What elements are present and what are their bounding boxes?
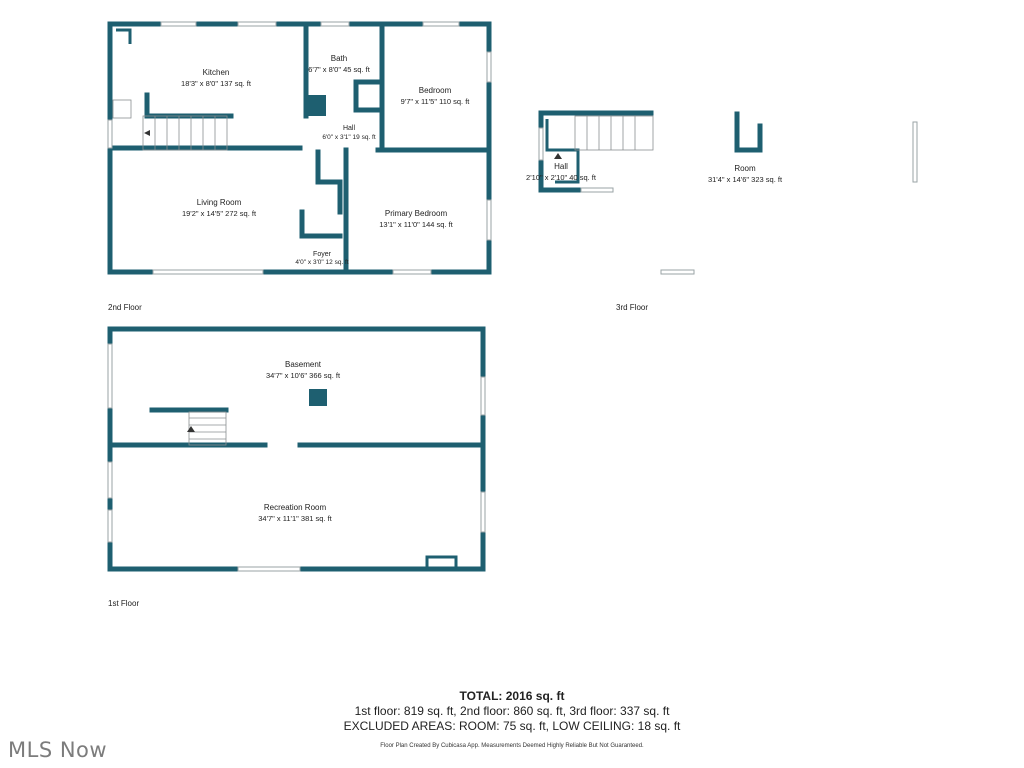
second-floor-plan: Kitchen 18'3" x 8'0" 137 sq. ft Bath 6'7… [107, 21, 492, 312]
second-floor-label: 2nd Floor [108, 303, 142, 312]
basement-dims: 34'7" x 10'6" 366 sq. ft [266, 371, 341, 380]
total-area: TOTAL: 2016 sq. ft [459, 689, 565, 703]
window [107, 461, 113, 499]
recreation-room-name: Recreation Room [264, 503, 327, 512]
window [107, 119, 113, 149]
bedroom-dims: 9'7" x 11'5" 110 sq. ft [401, 97, 471, 106]
second-floor-stairs [112, 99, 228, 151]
second-hall-name: Hall [343, 125, 356, 132]
window [107, 509, 113, 543]
foyer-name: Foyer [313, 251, 332, 258]
window [486, 199, 492, 241]
chimney-block [307, 95, 326, 116]
first-floor-plan: Basement 34'7" x 10'6" 366 sq. ft Recrea… [107, 326, 486, 608]
bath-name: Bath [331, 54, 347, 63]
third-room-dims: 31'4" x 14'6" 323 sq. ft [708, 175, 783, 184]
living-room-name: Living Room [197, 198, 242, 207]
excluded-areas: EXCLUDED AREAS: ROOM: 75 sq. ft, LOW CEI… [343, 719, 681, 733]
window [160, 21, 197, 27]
bedroom-name: Bedroom [419, 86, 452, 95]
kitchen-dims: 18'3" x 8'0" 137 sq. ft [181, 79, 252, 88]
window [480, 491, 486, 533]
disclaimer-text: Floor Plan Created By Cubicasa App. Meas… [380, 743, 644, 749]
rec-room-alcove [425, 555, 458, 567]
window [580, 187, 614, 193]
foyer-dims: 4'0" x 3'0" 12 sq. ft [295, 259, 349, 266]
third-floor-label: 3rd Floor [616, 303, 648, 312]
window [107, 343, 113, 409]
window [237, 21, 277, 27]
recreation-room-dims: 34'7" x 11'1" 381 sq. ft [258, 514, 332, 523]
third-hall-dims: 2'10" x 2'10" 40 sq. ft [526, 173, 597, 182]
primary-bedroom-dims: 13'1" x 11'0" 144 sq. ft [379, 220, 453, 229]
basement-name: Basement [285, 360, 322, 369]
third-floor-plan: Hall 2'10" x 2'10" 40 sq. ft Room 31'4" … [526, 110, 918, 312]
column-block [309, 389, 327, 406]
window [320, 21, 350, 27]
bath-dims: 6'7" x 8'0" 45 sq. ft [308, 65, 370, 74]
first-floor-stairs [187, 411, 227, 446]
window [392, 269, 432, 275]
first-floor-label: 1st Floor [108, 599, 139, 608]
third-closet-wall [734, 111, 763, 153]
window [422, 21, 460, 27]
brand-logo: MLS Now [8, 738, 108, 762]
living-room-dims: 19'2" x 14'5" 272 sq. ft [182, 209, 257, 218]
third-room-name: Room [734, 164, 756, 173]
window [480, 376, 486, 416]
window [912, 121, 918, 183]
third-hall-name: Hall [554, 162, 568, 171]
floor-area-breakdown: 1st floor: 819 sq. ft, 2nd floor: 860 sq… [354, 704, 670, 718]
bedroom-closet-wall [353, 79, 385, 113]
closet-wall [315, 149, 343, 215]
window [486, 51, 492, 83]
third-floor-stairs [554, 115, 654, 159]
second-hall-dims: 6'0" x 3'1" 19 sq. ft [322, 134, 376, 141]
primary-bedroom-name: Primary Bedroom [385, 209, 448, 218]
window [152, 269, 264, 275]
window [538, 127, 544, 161]
window [660, 269, 695, 275]
foyer-wall [299, 209, 343, 239]
kitchen-name: Kitchen [203, 68, 230, 77]
kitchen-corner [116, 28, 132, 44]
window [237, 566, 301, 572]
